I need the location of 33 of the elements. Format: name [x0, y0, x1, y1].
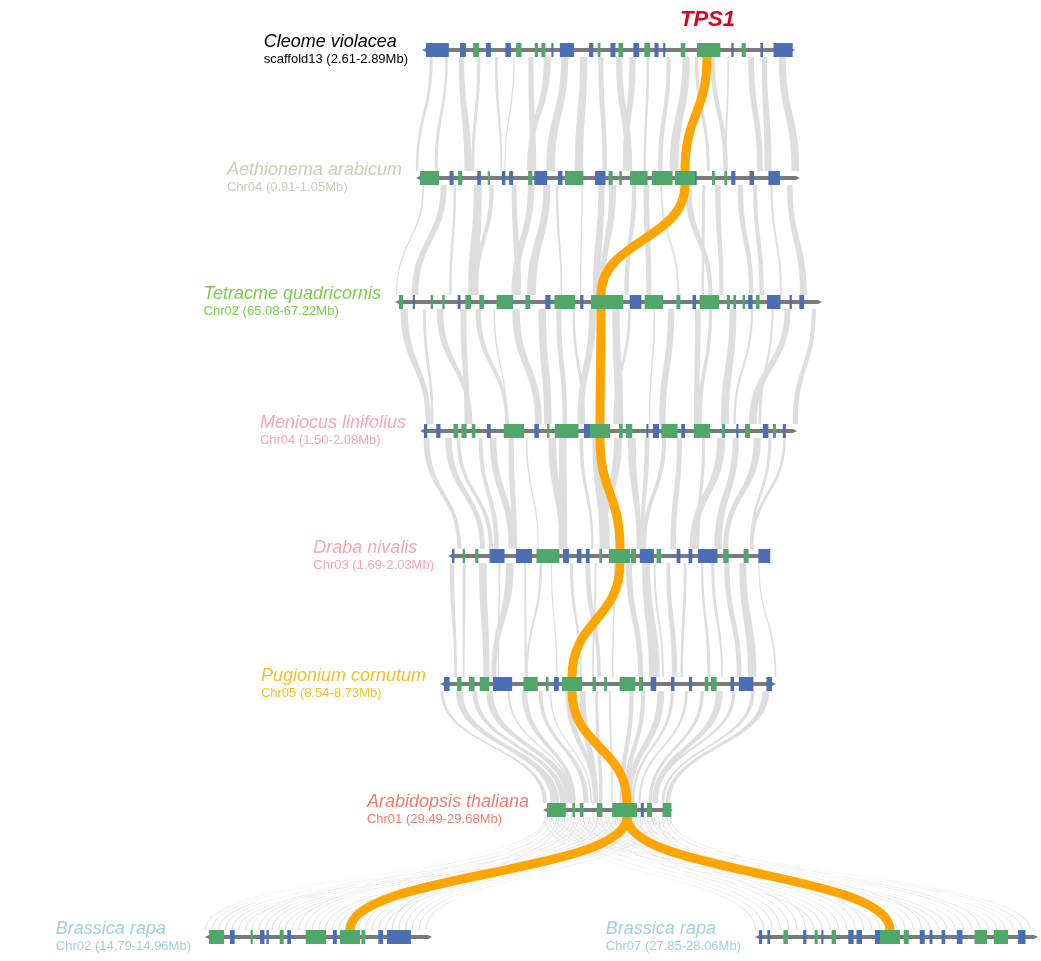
synteny-link	[596, 184, 690, 296]
chromosome-track	[395, 295, 822, 309]
region-label: scaffold13 (2.61-2.89Mb)	[263, 51, 408, 67]
chromosome-track	[205, 930, 432, 944]
species-name: Pugionium cornutum	[260, 665, 426, 685]
region-label: Chr02 (65.08-67.22Mb)	[203, 303, 339, 319]
synteny-link	[595, 309, 606, 424]
region-label: Chr01 (29.49-29.68Mb)	[366, 811, 503, 827]
chromosome-track	[422, 43, 795, 57]
synteny-link	[567, 690, 632, 804]
species-name: Arabidopsis thaliana	[366, 791, 529, 811]
species-name: Brassica rapa	[605, 918, 716, 938]
region-label: Chr04 (1.50-2.08Mb)	[259, 432, 381, 448]
synteny-link	[595, 437, 625, 550]
region-label: Chr05 (8.54-8.73Mb)	[260, 685, 382, 701]
gene-label: TPS1	[680, 6, 736, 32]
chromosome-track	[543, 803, 673, 817]
species-name: Meniocus linifolius	[259, 412, 406, 432]
chromosome-track	[416, 171, 800, 185]
region-label: Chr03 (1.69-2.03Mb)	[313, 557, 434, 573]
synteny-link	[567, 562, 625, 678]
species-name: Tetracme quadricornis	[203, 283, 381, 303]
region-label: Chr07 (27.85-28.06Mb)	[605, 938, 741, 954]
chromosome-track	[755, 930, 1038, 944]
species-name: Draba nivalis	[313, 537, 418, 557]
species-name: Aethionema arabicum	[226, 159, 402, 179]
region-label: Chr04 (0.91-1.05Mb)	[226, 179, 348, 195]
species-name: Brassica rapa	[55, 918, 166, 938]
chromosome-track	[420, 424, 797, 438]
synteny-link	[680, 56, 712, 172]
chromosome-track	[440, 677, 776, 691]
region-label: Chr02 (14.79-14.96Mb)	[55, 938, 191, 954]
species-name: Cleome violacea	[263, 31, 397, 51]
